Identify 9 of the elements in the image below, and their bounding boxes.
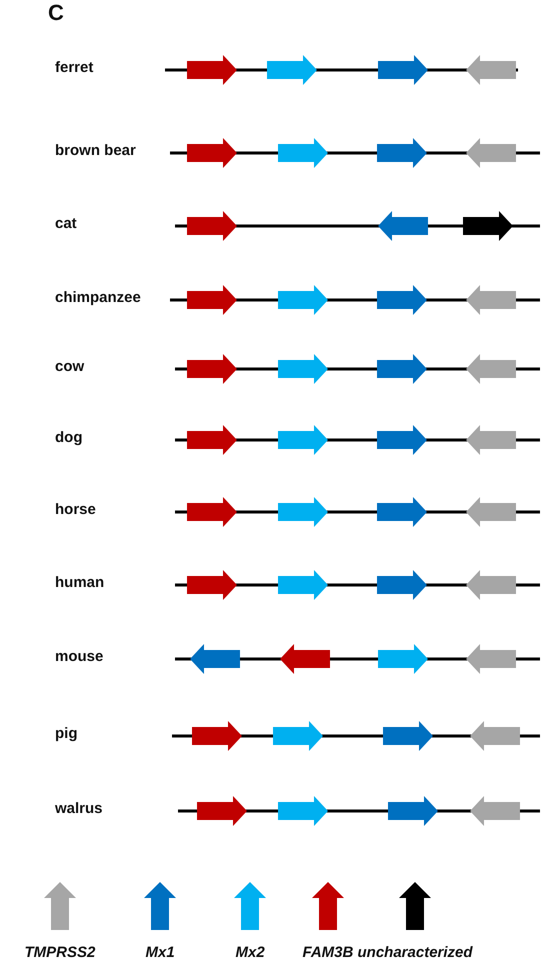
species-label: chimpanzee xyxy=(55,289,141,306)
legend-label: Mx2 xyxy=(236,944,265,961)
panel-label: C xyxy=(48,0,64,26)
species-label: pig xyxy=(55,725,78,742)
legend-label: FAM3B xyxy=(302,944,354,961)
legend-label: TMPRSS2 xyxy=(24,944,96,961)
legend-label: uncharacterized xyxy=(358,944,473,961)
legend-label: Mx1 xyxy=(146,944,175,961)
species-label: dog xyxy=(55,429,82,446)
